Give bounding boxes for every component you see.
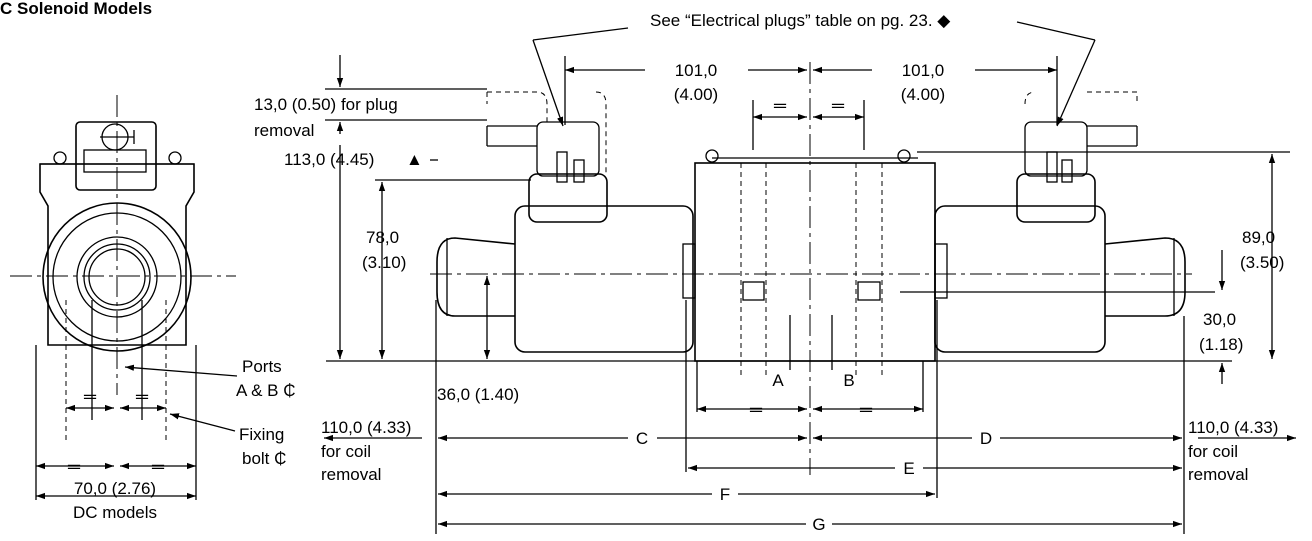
- ports-label: Ports: [242, 357, 282, 376]
- dim-101-right-inch: (4.00): [901, 85, 945, 104]
- dim-101-left-inch: (4.00): [674, 85, 718, 104]
- dim-78: 78,0: [366, 228, 399, 247]
- dim-113: 113,0 (4.45): [284, 150, 374, 169]
- eq-mark-end-4: ═: [151, 457, 165, 476]
- coil-removal-left-dim: 110,0 (4.33): [321, 418, 411, 437]
- eq-mark-bottom-1: ═: [749, 400, 763, 419]
- ports-centerline-label: A & B ₵: [236, 381, 296, 400]
- coil-removal-right-dim: 110,0 (4.33): [1188, 418, 1278, 437]
- coil-removal-left-for: for coil: [321, 442, 371, 461]
- dim-78-inch: (3.10): [362, 253, 406, 272]
- port-a-label: A: [772, 371, 784, 390]
- dim-30: 30,0: [1203, 310, 1236, 329]
- end-view: [10, 95, 238, 500]
- eq-mark-top-2: ═: [831, 96, 845, 115]
- dc-models-label: DC models: [73, 503, 157, 522]
- port-b-label: B: [843, 371, 854, 390]
- plug-table-note: See “Electrical plugs” table on pg. 23. …: [650, 11, 951, 30]
- dim-30-inch: (1.18): [1199, 335, 1243, 354]
- fixing-bolt-label: bolt ₵: [242, 449, 286, 468]
- dim-89-inch: (3.50): [1240, 253, 1284, 272]
- plug-removal-dim: 13,0 (0.50) for plug: [254, 95, 398, 114]
- coil-removal-left-word: removal: [321, 465, 381, 484]
- eq-mark-end-3: ═: [67, 457, 81, 476]
- front-view: [324, 21, 1296, 534]
- dim-101-right: 101,0: [902, 61, 945, 80]
- section-title: C Solenoid Models: [0, 0, 152, 18]
- plug-removal-word: removal: [254, 121, 314, 140]
- eq-mark-bottom-2: ═: [859, 400, 873, 419]
- dim-89: 89,0: [1242, 228, 1275, 247]
- eq-mark-top-1: ═: [773, 96, 787, 115]
- dim-101-left: 101,0: [675, 61, 718, 80]
- dc-dimension-label: 70,0 (2.76): [74, 479, 156, 498]
- coil-removal-right-word: removal: [1188, 465, 1248, 484]
- dim-g-label: G: [812, 515, 825, 534]
- coil-removal-right-for: for coil: [1188, 442, 1238, 461]
- dim-c-label: C: [636, 429, 648, 448]
- eq-mark-end-1: ═: [83, 387, 97, 406]
- dim-f-label: F: [720, 485, 730, 504]
- fixing-label: Fixing: [239, 425, 284, 444]
- dim-e-label: E: [903, 459, 914, 478]
- triangle-mark: ▲: [406, 150, 423, 169]
- dim-36: 36,0 (1.40): [437, 385, 519, 404]
- dim-d-label: D: [980, 429, 992, 448]
- eq-mark-end-2: ═: [135, 387, 149, 406]
